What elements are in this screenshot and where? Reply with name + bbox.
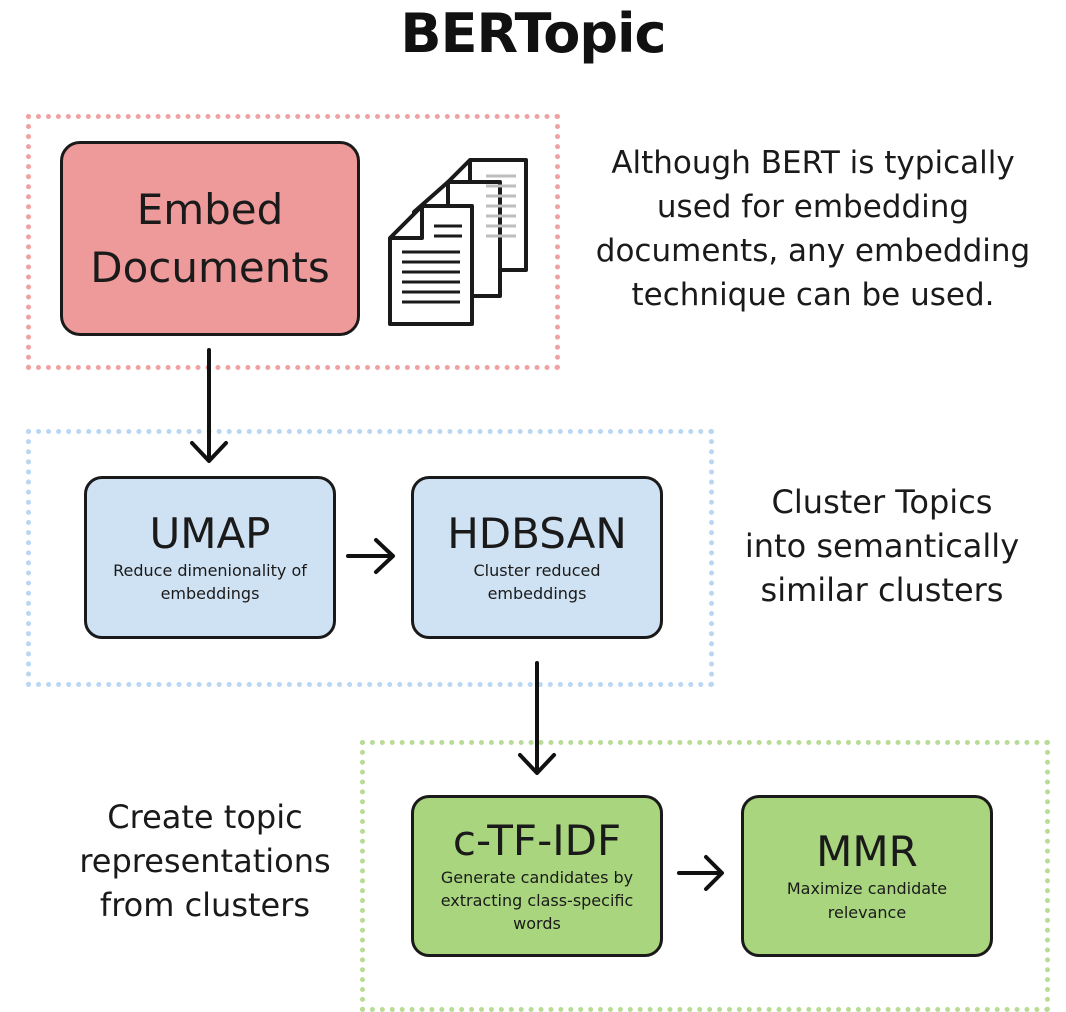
representation-note: Create topic representations from cluste… (40, 795, 370, 927)
mmr-title: MMR (816, 827, 918, 877)
embed-note-line4: technique can be used. (631, 277, 995, 313)
representation-note-line3: from clusters (99, 886, 311, 924)
representation-note-line2: representations (79, 842, 331, 880)
hdbscan-title: HDBSAN (447, 508, 627, 558)
cluster-note-line2: into semantically (744, 527, 1020, 565)
embed-documents-box: Embed Documents (60, 141, 360, 336)
representation-stage-frame (360, 740, 1050, 1012)
ctfidf-desc-line3: words (513, 914, 561, 934)
ctfidf-desc-line2: extracting class-specific (440, 890, 634, 910)
mmr-desc-line1: Maximize candidate (786, 879, 948, 899)
hdbscan-desc-line1: Cluster reduced (473, 560, 601, 580)
embed-note-line3: documents, any embedding (595, 233, 1031, 269)
ctfidf-title: c-TF-IDF (452, 815, 622, 865)
mmr-desc-line2: relevance (827, 902, 907, 922)
embed-note-line2: used for embedding (656, 189, 970, 225)
cluster-note: Cluster Topics into semantically similar… (722, 480, 1042, 612)
umap-box: UMAP Reduce dimenionality of embeddings (84, 476, 336, 639)
umap-title: UMAP (149, 508, 271, 558)
ctfidf-box: c-TF-IDF Generate candidates by extracti… (411, 795, 663, 957)
representation-note-line1: Create topic (107, 798, 303, 836)
mmr-box: MMR Maximize candidate relevance (741, 795, 993, 957)
umap-desc-line2: embeddings (160, 584, 260, 604)
embed-box-label-line2: Documents (90, 242, 330, 292)
hdbscan-desc-line2: embeddings (487, 584, 587, 604)
embed-stage-frame (26, 114, 560, 370)
cluster-note-line3: similar clusters (760, 571, 1004, 609)
cluster-note-line1: Cluster Topics (771, 483, 993, 521)
ctfidf-desc-line1: Generate candidates by (440, 867, 634, 887)
umap-desc-line1: Reduce dimenionality of (113, 560, 307, 580)
hdbscan-box: HDBSAN Cluster reduced embeddings (411, 476, 663, 639)
embed-box-label-line1: Embed (136, 184, 284, 234)
diagram-title: BERTopic (400, 2, 666, 65)
embed-note-line1: Although BERT is typically (611, 145, 1015, 181)
embed-note: Although BERT is typically used for embe… (568, 141, 1058, 317)
cluster-stage-frame (26, 429, 714, 687)
